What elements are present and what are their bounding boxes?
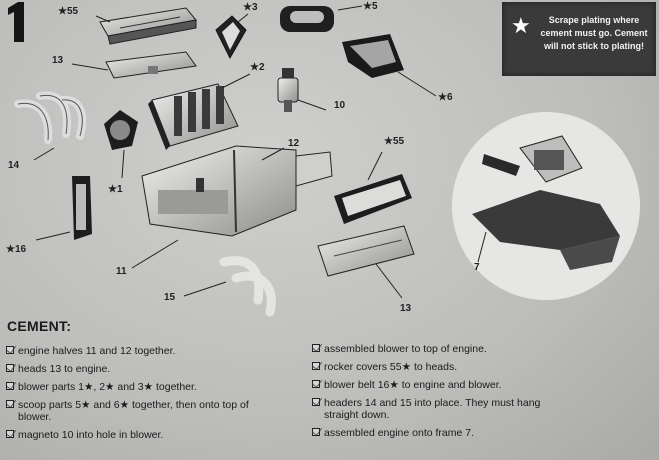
callout-12: 12 [288,138,300,149]
scrape-plating-note: ★ Scrape plating where cement must go. C… [502,2,656,76]
rocker-cover-part-top [99,7,197,45]
callout-6: ★6 [438,92,453,103]
checkbox[interactable] [312,398,320,406]
callout-1: ★1 [108,184,123,195]
callout-13-bottom: 13 [400,303,412,314]
list-item[interactable]: heads 13 to engine. [6,363,268,375]
checkbox[interactable] [6,364,14,372]
callout-14: 14 [8,160,20,171]
callout-55-top: ★55 [58,6,79,17]
assembly-detail-circle [452,112,640,300]
callout-3: ★3 [243,2,258,13]
checkbox[interactable] [6,382,14,390]
leader-lines [33,5,487,299]
callout-2: ★2 [250,62,265,73]
header-part-14-outline [17,94,83,141]
callout-11: 11 [116,266,127,277]
list-item[interactable]: rocker covers 55★ to heads. [312,361,552,373]
blower-part-1 [104,110,138,150]
scoop-part-5 [280,6,334,32]
checkbox[interactable] [312,380,320,388]
list-item[interactable]: headers 14 and 15 into place. They must … [312,397,552,421]
magneto-part-10 [277,68,299,112]
callout-15: 15 [164,292,176,303]
callout-16: ★16 [6,244,27,255]
checkbox[interactable] [6,430,14,438]
callout-10: 10 [334,100,346,111]
callout-7: 7 [474,262,480,273]
blower-belt-part-16 [72,176,92,240]
callout-13-top: 13 [52,55,64,66]
list-item[interactable]: blower parts 1★, 2★ and 3★ together. [6,381,268,393]
list-item[interactable]: assembled engine onto frame 7. [312,427,552,439]
scoop-part-6 [342,34,404,78]
note-text: Scrape plating where cement must go. Cem… [540,15,648,51]
engine-block-part-11-12 [141,145,333,237]
checkbox[interactable] [6,346,14,354]
list-item[interactable]: scoop parts 5★ and 6★ together, then ont… [6,399,268,423]
checkbox[interactable] [6,400,14,408]
head-part-13-top [105,51,197,79]
callout-55-bottom: ★55 [384,136,405,147]
head-part-13-bottom [317,225,415,277]
checkbox[interactable] [312,428,320,436]
list-item[interactable]: engine halves 11 and 12 together. [6,345,268,357]
star-icon: ★ [511,13,531,38]
cement-list-right: assembled blower to top of engine. rocke… [312,343,552,445]
header-part-15 [219,256,276,317]
step-number [8,2,24,42]
list-item[interactable]: blower belt 16★ to engine and blower. [312,379,552,391]
step-number-text: 1 [2,2,3,3]
checkbox[interactable] [312,344,320,352]
checkbox[interactable] [312,362,320,370]
rocker-cover-part-bottom [334,174,412,224]
blower-part-2 [148,83,239,150]
header-part-14 [14,91,87,144]
list-item[interactable]: assembled blower to top of engine. [312,343,552,355]
cement-heading: CEMENT: [7,318,72,334]
list-item[interactable]: magneto 10 into hole in blower. [6,429,268,441]
blower-part-3 [215,15,247,60]
cement-list-left: engine halves 11 and 12 together. heads … [6,345,268,447]
callout-5: ★5 [363,1,378,12]
